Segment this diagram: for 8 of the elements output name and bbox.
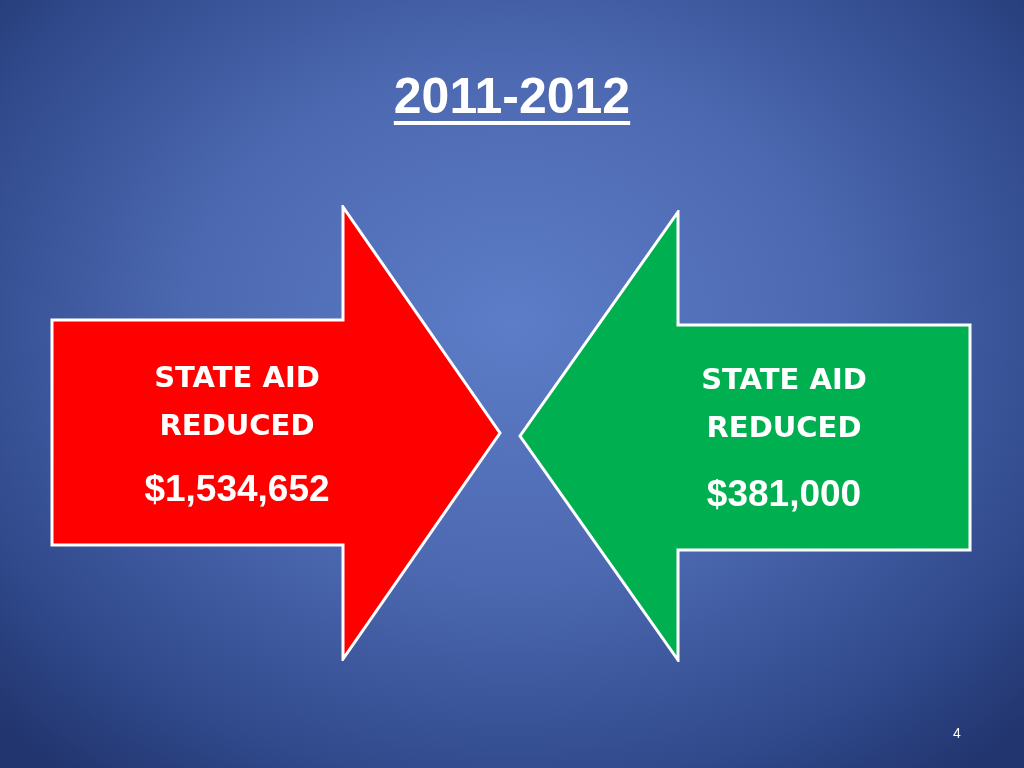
page-number: 4 — [953, 725, 961, 741]
amount-text: $381,000 — [705, 472, 863, 516]
block-arrow — [518, 210, 972, 662]
block-arrow — [50, 205, 502, 661]
arrow-heading-text: STATE AID REDUCED — [153, 359, 321, 444]
slide-title: 2011-2012 — [393, 68, 631, 124]
arrow-heading-text: STATE AID REDUCED — [700, 361, 868, 446]
amount-text: $1,534,652 — [143, 467, 331, 511]
